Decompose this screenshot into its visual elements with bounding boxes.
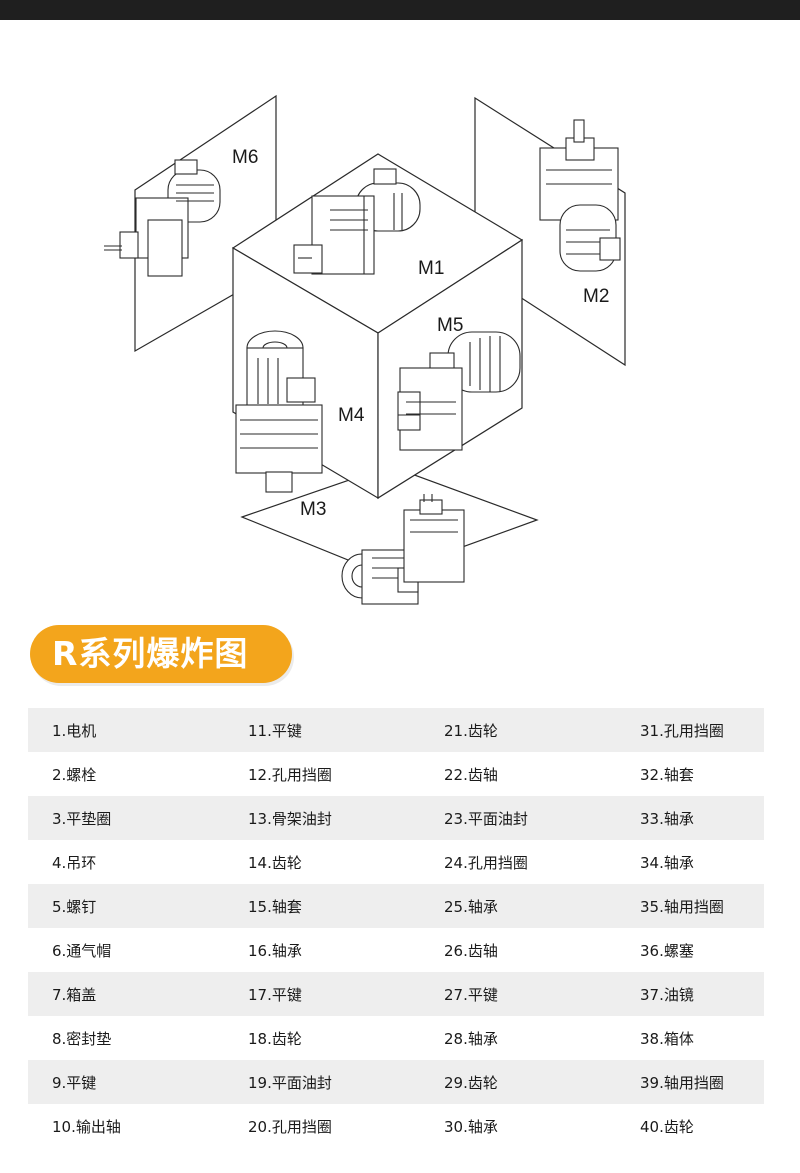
part-item: 16.轴承 (248, 941, 302, 960)
part-item: 15.轴套 (224, 884, 420, 928)
part-item: 12.孔用挡圈 (248, 765, 332, 784)
part-item: 13.骨架油封 (224, 796, 420, 840)
label-m5: M5 (437, 315, 463, 336)
part-item: 18.齿轮 (248, 1029, 302, 1048)
part-item: 14.齿轮 (248, 853, 302, 872)
part-item: 39.轴用挡圈 (616, 1060, 764, 1104)
part-item: 26.齿轴 (444, 941, 498, 960)
part-item: 31.孔用挡圈 (616, 708, 764, 752)
table-row: 8.密封垫 18.齿轮 28.轴承 38.箱体 (28, 1016, 764, 1060)
m3-plane (240, 465, 539, 576)
m6-gearmotor (104, 159, 221, 277)
table-row: 6.通气帽 16.轴承 26.齿轴 36.螺塞 (28, 928, 764, 972)
part-item: 22.齿轴 (444, 765, 498, 784)
part-item: 21.齿轮 (420, 708, 616, 752)
m2-gearmotor (539, 119, 621, 272)
label-m1: M1 (418, 258, 444, 279)
part-item: 11.平键 (224, 708, 420, 752)
m1-gearmotor (293, 168, 421, 275)
part-item: 36.螺塞 (640, 941, 694, 960)
label-m3: M3 (300, 499, 326, 520)
part-item: 30.轴承 (444, 1117, 498, 1136)
part-item: 4.吊环 (52, 853, 97, 872)
mounting-positions-diagram: M6 M1 M2 M5 M4 M3 (0, 20, 800, 620)
part-item: 20.孔用挡圈 (248, 1117, 332, 1136)
part-item: 27.平键 (420, 972, 616, 1016)
part-item: 3.平垫圈 (28, 796, 224, 840)
table-row: 4.吊环 14.齿轮 24.孔用挡圈 34.轴承 (28, 840, 764, 884)
label-m2: M2 (583, 286, 609, 307)
part-item: 34.轴承 (640, 853, 694, 872)
m5-gearmotor (397, 331, 521, 451)
part-item: 38.箱体 (640, 1029, 694, 1048)
part-item: 9.平键 (28, 1060, 224, 1104)
label-m4: M4 (338, 405, 365, 426)
part-item: 37.油镜 (616, 972, 764, 1016)
table-row: 10.输出轴 20.孔用挡圈 30.轴承 40.齿轮 (28, 1104, 764, 1148)
part-item: 29.齿轮 (420, 1060, 616, 1104)
part-item: 2.螺栓 (52, 765, 97, 784)
part-item: 1.电机 (28, 708, 224, 752)
part-item: 28.轴承 (444, 1029, 498, 1048)
part-item: 32.轴套 (640, 765, 694, 784)
part-item: 33.轴承 (616, 796, 764, 840)
table-row: 2.螺栓 12.孔用挡圈 22.齿轴 32.轴套 (28, 752, 764, 796)
part-item: 6.通气帽 (52, 941, 112, 960)
part-item: 5.螺钉 (28, 884, 224, 928)
part-item: 17.平键 (224, 972, 420, 1016)
part-item: 40.齿轮 (640, 1117, 694, 1136)
top-bar (0, 0, 800, 20)
m3-gearmotor (341, 494, 465, 605)
part-item: 35.轴用挡圈 (616, 884, 764, 928)
section-title: R系列爆炸图 (52, 634, 249, 673)
label-m6: M6 (232, 147, 258, 168)
part-item: 24.孔用挡圈 (444, 853, 528, 872)
part-item: 25.轴承 (420, 884, 616, 928)
m4-gearmotor (235, 330, 323, 493)
part-item: 8.密封垫 (52, 1029, 112, 1048)
part-item: 19.平面油封 (224, 1060, 420, 1104)
part-item: 10.输出轴 (52, 1117, 121, 1136)
part-item: 7.箱盖 (28, 972, 224, 1016)
part-item: 23.平面油封 (420, 796, 616, 840)
section-title-badge: R系列爆炸图 (30, 625, 292, 683)
